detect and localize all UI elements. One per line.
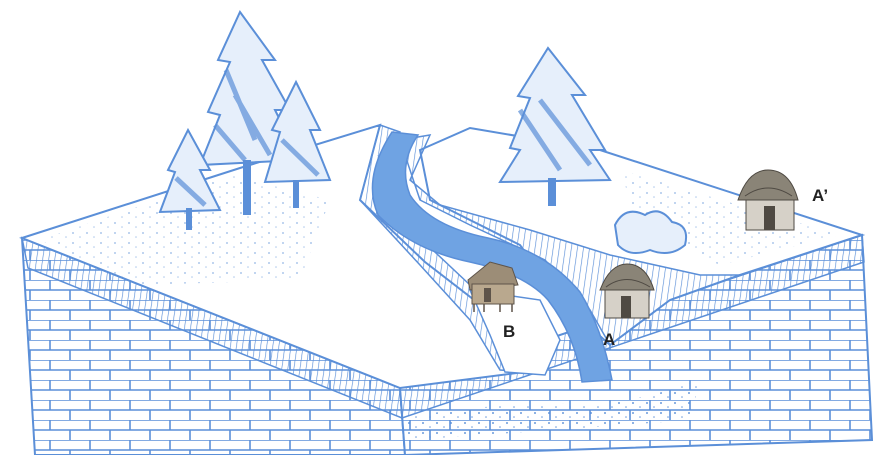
label-a-prime: A’: [812, 187, 828, 204]
label-b: B: [503, 323, 515, 340]
house-icon: [468, 262, 518, 312]
label-a: A: [603, 331, 615, 348]
hut-icon: [738, 170, 798, 230]
